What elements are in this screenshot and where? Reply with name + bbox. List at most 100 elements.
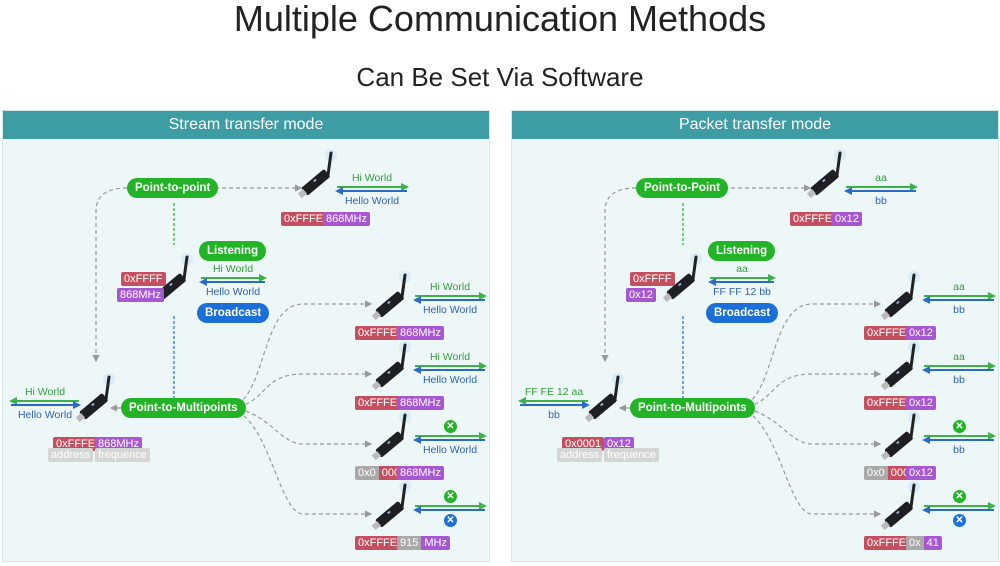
- receive-arrow: [413, 436, 485, 444]
- send-arrow: [201, 274, 267, 282]
- tag-segment: 0x12: [906, 466, 936, 480]
- listening-button[interactable]: Listening: [199, 241, 267, 261]
- address-tag: 0xFFFE: [864, 323, 910, 341]
- receive-arrow: [922, 296, 994, 304]
- broadcast-button[interactable]: Broadcast: [197, 303, 270, 323]
- send-arrow: [415, 362, 487, 370]
- tag-segment: 0x12: [626, 288, 656, 302]
- tag-segment: 0xFFFF: [630, 272, 675, 286]
- send-label: Hi World: [351, 172, 393, 184]
- address-tag: 0xFFFE: [53, 434, 99, 452]
- tag-segment: 868MHz: [323, 212, 370, 226]
- receive-label: Hello World: [344, 195, 400, 207]
- tag-segment: 0xFFFE: [864, 396, 910, 410]
- send-label: aa: [953, 281, 965, 293]
- address-tag: 0xFFFF: [121, 269, 166, 287]
- lora-device-icon: [369, 271, 413, 321]
- frequency-tag: 0x12: [832, 209, 862, 227]
- send-arrow: [924, 502, 996, 510]
- send-arrow: [518, 397, 588, 405]
- address-tag: 0xFFFF: [630, 269, 675, 287]
- frequency-tag: 0x12: [604, 434, 634, 452]
- lora-device-icon: [878, 271, 922, 321]
- point-to-point-button[interactable]: Point-to-point: [127, 178, 219, 198]
- address-tag: 0xFFFE: [790, 209, 836, 227]
- send-arrow: [710, 274, 776, 282]
- x-circle-icon: ✕: [953, 490, 966, 503]
- lora-device-icon: [369, 341, 413, 391]
- tag-segment: 0x12: [906, 326, 936, 340]
- x-circle-icon: ✕: [953, 514, 966, 527]
- page-subtitle: Can Be Set Via Software: [356, 62, 644, 92]
- send-arrow: [415, 502, 487, 510]
- tag-segment: 0xFFFE: [355, 396, 401, 410]
- send-label: Hi World: [429, 351, 471, 363]
- address-tag: 0xFFFE: [355, 533, 401, 551]
- receive-arrow: [922, 436, 994, 444]
- frequency-tag: 868MHz: [397, 393, 444, 411]
- receive-label: Hello World: [205, 286, 261, 298]
- x-circle-icon: ✕: [444, 420, 457, 433]
- lora-device-icon: [878, 481, 922, 531]
- tag-segment: 41: [923, 536, 942, 550]
- send-arrow: [924, 432, 996, 440]
- lora-device-icon: [295, 149, 339, 199]
- send-arrow: [415, 292, 487, 300]
- send-arrow: [9, 397, 79, 405]
- frequency-tag: 868MHz: [397, 323, 444, 341]
- receive-label: bb: [875, 195, 887, 207]
- send-label: Hi World: [429, 281, 471, 293]
- send-label: aa: [953, 351, 965, 363]
- lora-device-icon: [369, 481, 413, 531]
- tag-segment: 868MHz: [397, 466, 444, 480]
- address-label: address: [557, 448, 603, 462]
- tag-segment: 868MHz: [95, 437, 142, 451]
- receive-arrow: [413, 296, 485, 304]
- receive-arrow: [335, 187, 407, 195]
- page-title: Multiple Communication Methods: [233, 0, 767, 39]
- frequency-tag: 0x12: [906, 323, 936, 341]
- frequency-tag: 0x12: [906, 463, 936, 481]
- receive-label: FF FF 12 bb: [713, 286, 771, 298]
- receive-arrow: [922, 506, 994, 514]
- lora-device-icon: [804, 149, 848, 199]
- receive-arrow: [520, 401, 590, 409]
- broadcast-button[interactable]: Broadcast: [706, 303, 779, 323]
- lora-device-icon: [582, 373, 626, 423]
- address-tag: 0xFFFE: [281, 209, 327, 227]
- tag-segment: 0xFFFE: [790, 212, 836, 226]
- send-label: Hi World: [24, 386, 66, 398]
- point-to-multipoints-button[interactable]: Point-to-Multipoints: [121, 398, 246, 418]
- tag-segment: 0x12: [832, 212, 862, 226]
- send-arrow: [846, 183, 918, 191]
- receive-label: Hello World: [422, 444, 478, 456]
- frequency-label: frequence: [604, 448, 659, 462]
- point-to-point-button[interactable]: Point-to-Point: [636, 178, 729, 198]
- tag-segment: 0xFFFF: [121, 272, 166, 286]
- address-tag: 0xFFFE: [355, 323, 401, 341]
- address-tag: 0xFFFE: [355, 393, 401, 411]
- tag-segment: 0xFFFE: [355, 326, 401, 340]
- tag-segment: 0xFFFE: [864, 536, 910, 550]
- tag-segment: 0x0001: [562, 437, 605, 451]
- receive-label: bb: [953, 374, 965, 386]
- tag-segment: 868MHz: [117, 288, 164, 302]
- receive-arrow: [11, 401, 81, 409]
- frequency-tag: 868MHz: [397, 463, 444, 481]
- send-arrow: [924, 362, 996, 370]
- send-arrow: [924, 292, 996, 300]
- receive-arrow: [708, 278, 774, 286]
- listening-button[interactable]: Listening: [708, 241, 776, 261]
- receive-arrow: [199, 278, 265, 286]
- receive-arrow: [844, 187, 916, 195]
- receive-arrow: [922, 366, 994, 374]
- tag-segment: 0x0: [864, 466, 888, 480]
- send-label: aa: [736, 263, 748, 275]
- tag-segment: MHz: [421, 536, 450, 550]
- point-to-multipoints-button[interactable]: Point-to-Multipoints: [630, 398, 755, 418]
- tag-segment: 0xFFFE: [281, 212, 327, 226]
- lora-device-icon: [660, 253, 704, 303]
